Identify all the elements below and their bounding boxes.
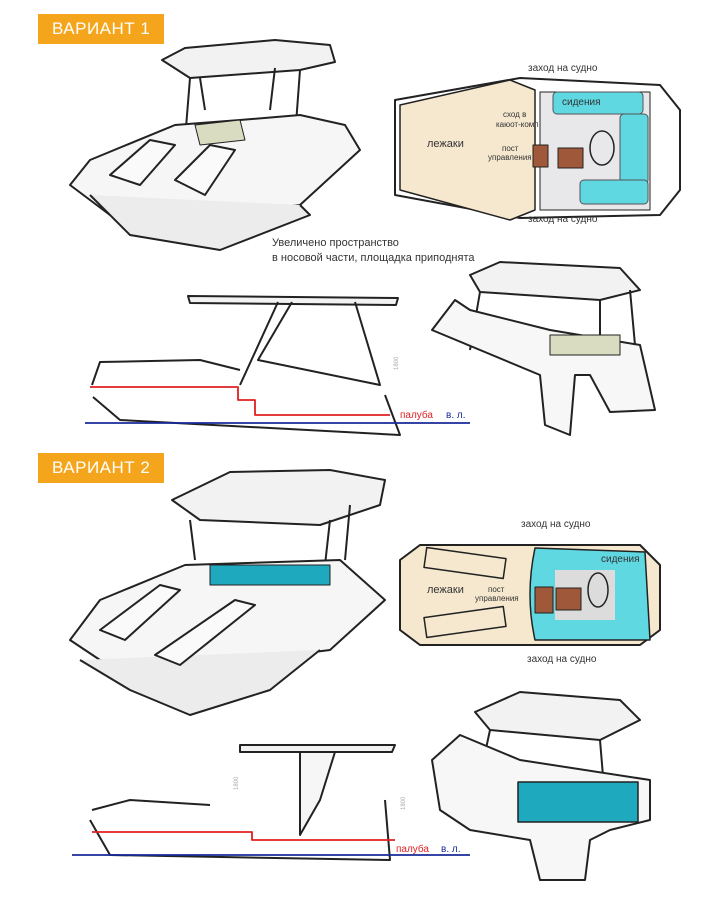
variant-2-perspective-sketch: [69, 469, 386, 716]
v2-boarding-bottom: заход на судно: [527, 654, 597, 665]
note-line-2: в носовой части, площадка приподнята: [272, 252, 475, 264]
v1-helm-2: управления: [488, 153, 532, 162]
v2-height-dim-1: 1800: [234, 776, 240, 790]
v1-height-dim: 1800: [394, 356, 400, 370]
variant-1-note: Увеличено пространство в носовой части, …: [272, 236, 474, 266]
variant-1-plan-view: [394, 77, 681, 221]
v1-seats-label: сидения: [562, 97, 601, 108]
variant-2-side-view: [72, 744, 470, 861]
v2-helm-1: пост: [488, 585, 505, 594]
variant-1-perspective-sketch: [69, 39, 361, 251]
variant-2-plan-view: [399, 544, 661, 646]
v1-deck-label: палуба: [400, 409, 433, 421]
v2-loungers-label: лежаки: [427, 584, 464, 596]
v2-waterline-label: в. л.: [441, 844, 460, 855]
variant-2-rear-perspective: [431, 691, 651, 881]
v2-seats-label: сидения: [601, 554, 640, 565]
v1-cabin-entry-2: каюот-комп: [496, 120, 539, 129]
v1-waterline-label: в. л.: [446, 410, 465, 421]
variant-2-badge: ВАРИАНТ 2: [38, 453, 165, 483]
variant-1-side-view: [85, 295, 470, 436]
v1-boarding-bottom: заход на судно: [528, 214, 598, 225]
variant-1-badge: ВАРИАНТ 1: [38, 14, 165, 44]
v2-height-dim-2: 1800: [401, 796, 407, 810]
v1-helm-1: пост: [502, 144, 519, 153]
variant-1-rear-perspective: [431, 261, 656, 436]
v2-helm-2: управления: [475, 594, 519, 603]
v1-loungers-label: лежаки: [427, 138, 464, 150]
note-line-1: Увеличено пространство: [272, 237, 399, 249]
v2-deck-label: палуба: [396, 843, 429, 855]
v1-cabin-entry-1: сход в: [503, 110, 526, 119]
v1-boarding-top: заход на судно: [528, 63, 598, 74]
v2-boarding-top: заход на судно: [521, 519, 591, 530]
